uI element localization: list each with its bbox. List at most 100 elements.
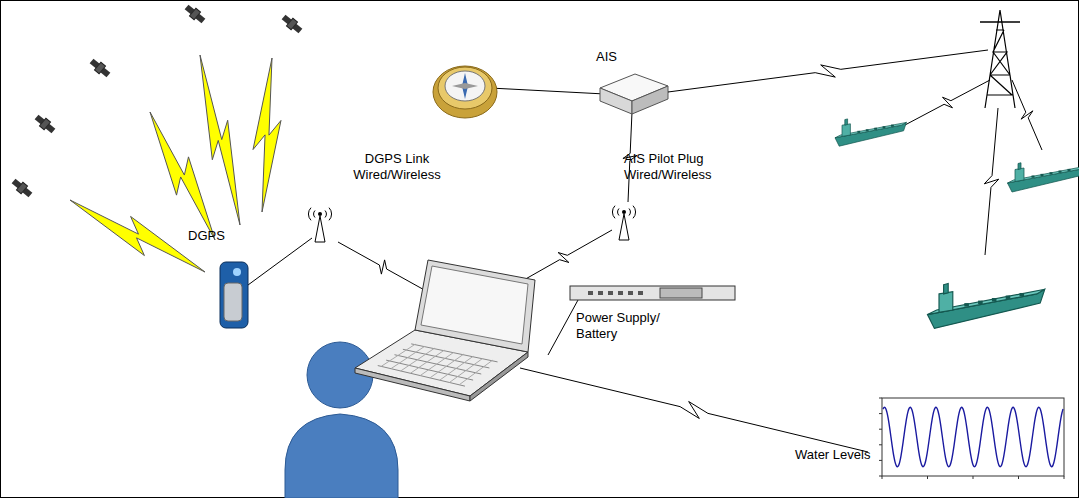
chart-plot <box>882 398 1064 476</box>
compass-ring <box>438 67 492 109</box>
power-indicator <box>638 291 643 295</box>
deck-fitting <box>1059 171 1062 173</box>
water-level-chart <box>879 398 1064 479</box>
signal-arc <box>314 211 315 218</box>
signal-arc <box>629 209 630 216</box>
box-side <box>632 86 668 114</box>
deck-fitting <box>891 125 894 127</box>
antenna-tip <box>622 210 626 214</box>
ship-bridge <box>1015 168 1024 182</box>
laptop-screen <box>421 266 528 344</box>
keyboard-column <box>440 356 473 380</box>
tower-ship-link <box>905 80 990 125</box>
chart-tick <box>879 460 882 461</box>
deck-fitting <box>1050 172 1053 174</box>
power-indicator <box>628 291 633 295</box>
ship-funnel <box>944 284 949 294</box>
deck-fitting <box>857 131 860 133</box>
chart-tick <box>1064 476 1065 479</box>
lightning-bolt <box>70 200 205 272</box>
keyboard-column <box>459 360 492 384</box>
keyboard-column <box>391 346 425 368</box>
ais-pilot-link <box>515 230 612 285</box>
tower-ship-link <box>1012 80 1042 150</box>
diagram-label: DGPS <box>188 228 248 244</box>
chart-tick <box>879 444 882 445</box>
deck-fitting <box>866 129 869 131</box>
deck-fitting <box>874 128 877 130</box>
compass-needle <box>452 83 478 89</box>
keyboard-column <box>449 358 482 382</box>
ship-funnel <box>845 119 848 125</box>
radio-tower <box>980 10 1020 108</box>
compass-face <box>445 71 485 101</box>
diagram-label: AIS <box>596 49 636 65</box>
tower-frame <box>985 10 1015 108</box>
compass-cable <box>490 88 605 94</box>
ship-hull <box>835 122 906 146</box>
ship-icon <box>1008 163 1079 192</box>
chart-tick <box>927 476 928 479</box>
keyboard-column <box>410 350 444 373</box>
satellite-body <box>189 8 200 20</box>
laptop-base-edge <box>470 352 528 401</box>
keyboard-column <box>401 348 435 371</box>
satellite-icon <box>183 3 206 25</box>
lightning-bolt <box>253 58 281 212</box>
power-cable <box>548 300 578 355</box>
antenna-icon <box>308 208 331 242</box>
satellite-body <box>286 18 297 30</box>
satellite-icon <box>10 177 33 199</box>
signal-arc <box>633 206 636 219</box>
power-strip <box>570 286 735 300</box>
chart-tick <box>1018 476 1019 479</box>
power-indicator <box>588 291 593 295</box>
lightning-bolt <box>200 55 240 225</box>
tower-crossbar <box>980 21 1020 23</box>
compass-icon <box>433 66 497 118</box>
chart-tick <box>973 476 974 479</box>
diagram-label: Power Supply/ Battery <box>576 310 672 342</box>
dgps-button <box>233 268 241 276</box>
laptop-lid <box>415 260 535 352</box>
satellite-body <box>16 182 27 194</box>
chart-tick <box>879 413 882 414</box>
ship-icon <box>835 119 906 146</box>
diagram-label: Water Levels <box>795 447 885 463</box>
deck-fitting <box>1041 174 1044 176</box>
lightning-bolt <box>150 112 215 240</box>
deck-fitting <box>978 301 983 304</box>
signal-arc <box>308 208 311 221</box>
satellite-icon <box>88 57 111 79</box>
dgps-device <box>220 262 248 328</box>
deck-fitting <box>1006 296 1011 299</box>
power-supply <box>570 286 735 300</box>
antenna-tip <box>318 212 322 216</box>
signal-arc <box>325 211 326 218</box>
ais-tower-link <box>668 50 988 92</box>
satellite-body <box>94 62 105 74</box>
power-panel <box>660 288 702 298</box>
ship-hull <box>1008 167 1079 193</box>
dgps-body <box>220 262 248 328</box>
user-body <box>285 414 398 498</box>
deck-fitting <box>883 126 886 128</box>
deck-fitting <box>1020 293 1025 296</box>
power-indicator <box>618 291 623 295</box>
diagram-label: AIS Pilot Plug Wired/Wireless <box>624 151 744 183</box>
diagram-label: DGPS Link Wired/Wireless <box>345 151 449 183</box>
satellite-body <box>39 118 50 130</box>
antenna-icon <box>612 206 635 240</box>
deck-fitting <box>1032 176 1035 178</box>
satellite-icon <box>33 113 56 135</box>
power-indicator <box>608 291 613 295</box>
ship-bridge <box>842 124 850 137</box>
deck-fitting <box>992 298 997 301</box>
keyboard-column <box>430 354 464 378</box>
chart-tick <box>879 429 882 430</box>
dgps-cable <box>248 238 312 285</box>
power-indicator <box>598 291 603 295</box>
box-front <box>600 88 632 114</box>
